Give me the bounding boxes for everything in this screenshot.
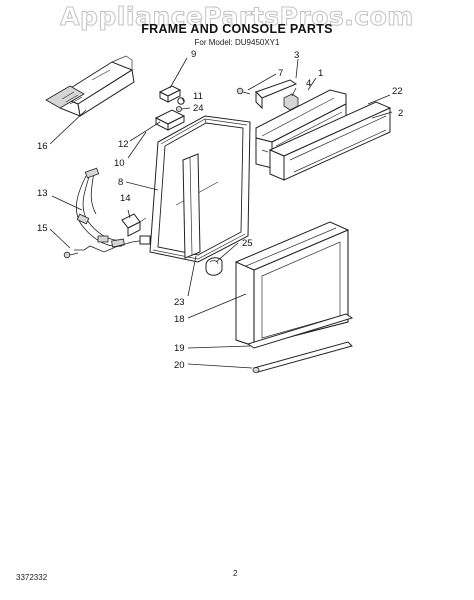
callout-14: 14: [120, 193, 131, 204]
callout-18: 18: [174, 314, 185, 325]
part-12-switch-holder: [154, 109, 186, 131]
part-14-connector: [121, 213, 147, 237]
callout-10: 10: [114, 158, 125, 169]
callout-16: 16: [37, 141, 48, 152]
part-22-control-panel: [268, 101, 392, 181]
part-8-door-frame: [149, 115, 251, 263]
part-9-switch: [158, 85, 182, 103]
callout-11: 11: [193, 91, 203, 102]
callout-23: 23: [174, 297, 185, 308]
callout-9: 9: [191, 49, 196, 60]
part-23-trim-strip: [182, 153, 201, 259]
part-13-wire-harness: [74, 167, 151, 253]
callout-22: 22: [392, 86, 403, 97]
callout-1: 1: [318, 68, 323, 79]
callout-20: 20: [174, 360, 185, 371]
leader-lines: [49, 57, 393, 369]
model-subtitle: For Model: DU9450XY1: [194, 38, 280, 47]
part-20-bottom-trim: [252, 341, 353, 373]
callout-19: 19: [174, 343, 185, 354]
callout-labels: 16 9 11 24 12 10 8 13 14 15 3 7 4 1 22 2…: [37, 49, 403, 371]
callout-12: 12: [118, 139, 129, 150]
callout-8: 8: [118, 177, 123, 188]
callout-24: 24: [193, 103, 204, 114]
part-16-console-bracket: [45, 55, 135, 117]
callout-7: 7: [278, 68, 283, 79]
part-3-bracket: [255, 79, 298, 110]
callout-25: 25: [242, 238, 253, 249]
callout-15: 15: [37, 223, 48, 234]
part-18-door-panel: [235, 221, 349, 347]
watermark: AppliancePartsPros.com: [60, 2, 414, 32]
part-24-screw: [175, 106, 182, 113]
part-19-trim: [246, 313, 354, 349]
callout-3: 3: [294, 50, 299, 61]
callout-4: 4: [306, 78, 311, 89]
callout-13: 13: [37, 188, 48, 199]
part-15-screw: [63, 251, 79, 259]
part-7-screw: [236, 87, 251, 95]
callout-2: 2: [398, 108, 403, 119]
part-25-clip: [205, 257, 223, 276]
page-title: FRAME AND CONSOLE PARTS: [141, 22, 333, 36]
document-number: 3372332: [16, 573, 48, 582]
page-number: 2: [233, 569, 238, 578]
